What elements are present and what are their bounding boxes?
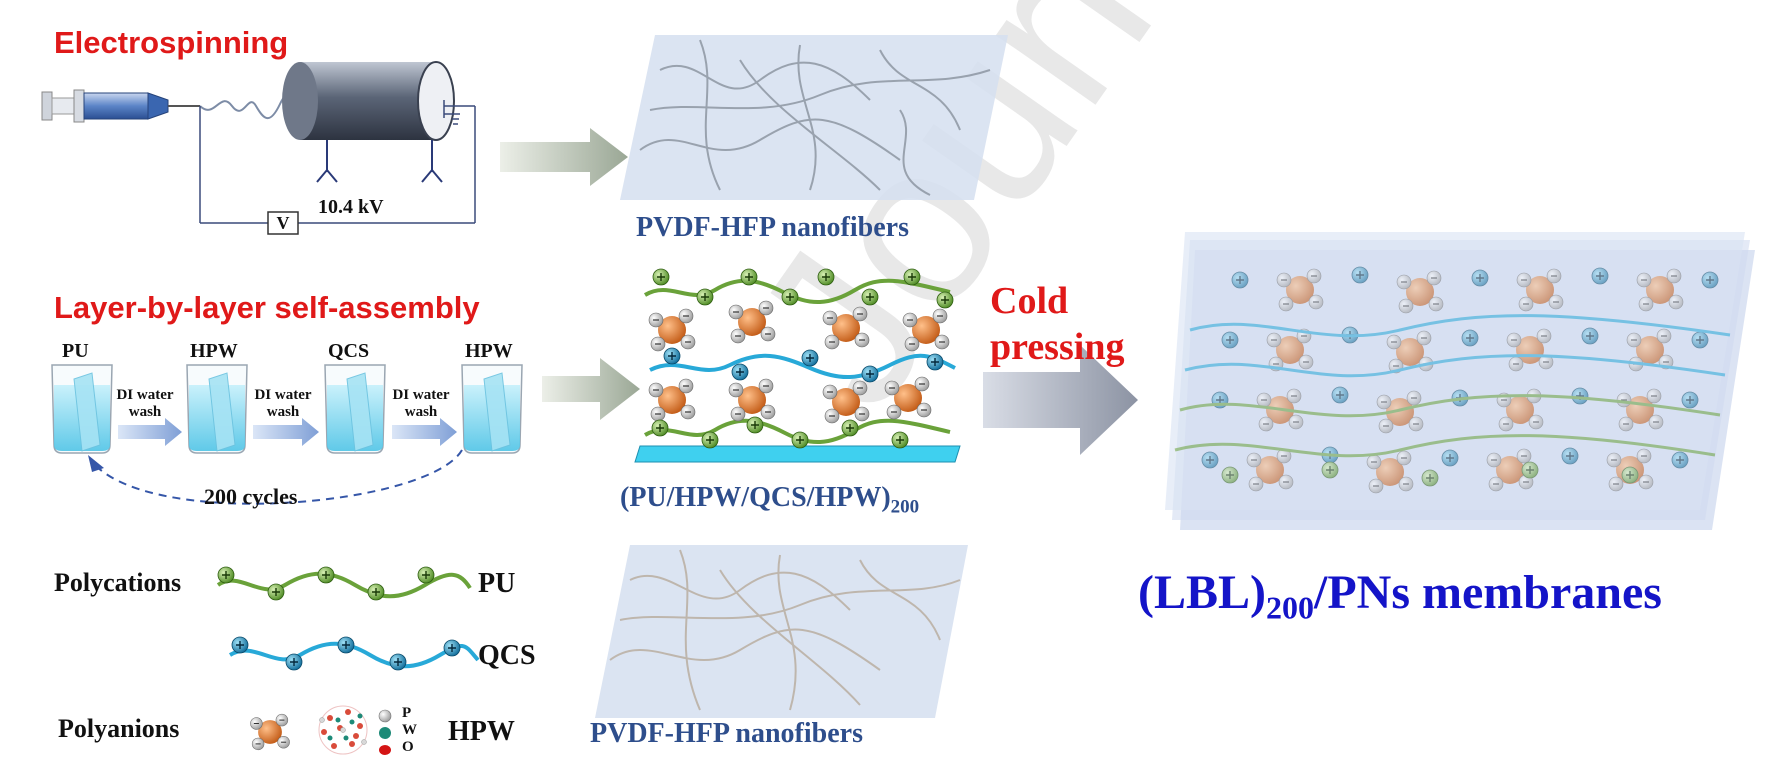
legend-pu-label: PU xyxy=(478,568,516,599)
arrow-to-lbl xyxy=(542,358,640,420)
voltmeter-label: V xyxy=(276,213,290,233)
wash-label-1: DI water wash xyxy=(110,387,180,421)
wash-label-1-line1: DI water xyxy=(116,387,174,403)
legend-hpw-molecule xyxy=(249,713,291,751)
beaker-label-pu: PU xyxy=(62,340,89,362)
membrane-label-sub: 200 xyxy=(1266,589,1315,626)
lbl-film xyxy=(634,268,961,463)
beaker-label-qcs: QCS xyxy=(328,340,370,362)
top-fiber-label: PVDF-HFP nanofibers xyxy=(636,212,909,243)
legend-pu-chain xyxy=(216,566,472,601)
beaker-label-hpw-2: HPW xyxy=(465,340,513,362)
cycle-arrow xyxy=(94,449,463,505)
lbl-film-label: (PU/HPW/QCS/HPW)200 xyxy=(620,482,919,519)
wash-label-3: DI water wash xyxy=(386,387,456,421)
membrane xyxy=(1165,232,1755,530)
arrow-to-fibers xyxy=(500,128,628,186)
syringe xyxy=(41,89,200,123)
legend-qcs-chain xyxy=(228,636,480,671)
fiber-mat-top xyxy=(620,35,1008,200)
atom-label-o: O xyxy=(402,739,414,755)
legend-polyanions-label: Polyanions xyxy=(58,714,180,743)
voltmeter-box xyxy=(267,211,299,235)
legend-polycations-label: Polycations xyxy=(54,568,182,597)
membrane-label-main: (LBL) xyxy=(1138,566,1267,619)
legend-qcs-label: QCS xyxy=(478,640,536,671)
beakers xyxy=(51,364,523,454)
fiber-mat-bottom xyxy=(595,545,968,718)
beaker-label-hpw-1: HPW xyxy=(190,340,238,362)
cold-pressing-line2: pressing xyxy=(990,326,1125,368)
atom-label-p: P xyxy=(402,705,412,721)
lbl-title: Layer-by-layer self-assembly xyxy=(54,290,480,325)
wash-label-3-line2: wash xyxy=(404,404,438,420)
cold-pressing-arrow xyxy=(983,345,1138,455)
wash-label-2: DI water wash xyxy=(248,387,318,421)
cycle-arrowhead xyxy=(88,455,104,472)
cold-pressing-line1: Cold xyxy=(990,280,1069,322)
bottom-fiber-label: PVDF-HFP nanofibers xyxy=(590,718,863,749)
wash-label-1-line2: wash xyxy=(128,404,162,420)
legend-atom-key xyxy=(378,709,392,755)
wash-label-3-line1: DI water xyxy=(392,387,450,403)
cold-pressing-label: Cold pressing xyxy=(990,278,1124,370)
wash-label-2-line1: DI water xyxy=(254,387,312,403)
lbl-film-label-main: (PU/HPW/QCS/HPW) xyxy=(620,482,891,513)
wash-label-2-line2: wash xyxy=(266,404,300,420)
atom-label-w: W xyxy=(402,722,417,738)
membrane-label-rest: /PNs membranes xyxy=(1314,566,1662,619)
wash-arrows xyxy=(118,418,457,446)
collector-drum xyxy=(282,61,455,183)
legend-hpw-label: HPW xyxy=(448,716,515,747)
legend-atom-labels: P W O xyxy=(402,705,417,756)
lbl-film-label-sub: 200 xyxy=(890,496,920,518)
cycles-label: 200 cycles xyxy=(204,484,298,509)
legend-polyoxometalate-cluster xyxy=(318,705,368,755)
membrane-label: (LBL)200/PNs membranes xyxy=(1138,565,1662,627)
circuit-wires xyxy=(199,100,476,224)
electrospinning-title: Electrospinning xyxy=(54,25,289,60)
voltage-label: 10.4 kV xyxy=(318,196,384,218)
